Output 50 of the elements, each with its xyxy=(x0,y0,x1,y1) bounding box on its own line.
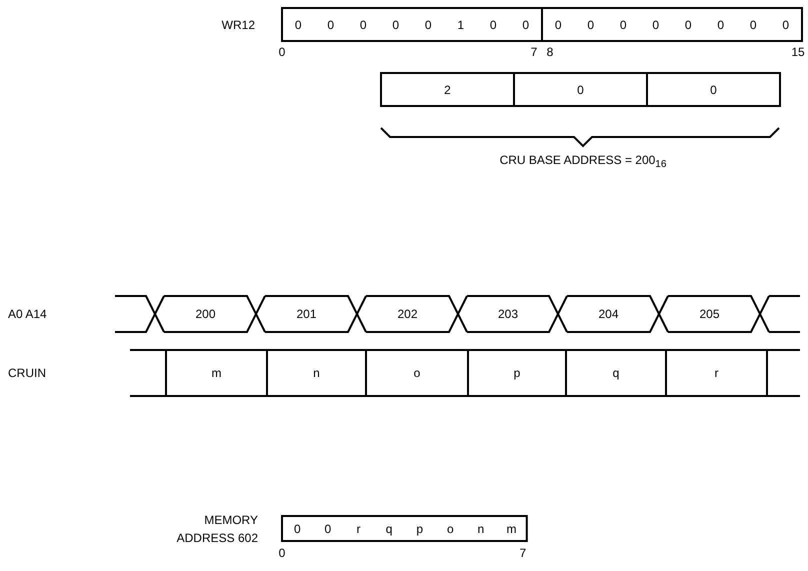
data-bit: p xyxy=(514,367,520,379)
bit-value: 0 xyxy=(652,18,660,30)
bit-value: 0 xyxy=(424,18,432,30)
address-caption: CRU BASE ADDRESS = 200$_{16}$ xyxy=(500,154,666,170)
bit-value: 0 xyxy=(554,18,562,30)
bit-value: 0 xyxy=(750,18,757,30)
bit-value: 0 xyxy=(587,18,594,30)
address-value: 202 xyxy=(397,308,418,320)
bit-value: 0 xyxy=(294,522,301,534)
address-value: 203 xyxy=(498,308,518,320)
address-value: 201 xyxy=(296,308,317,320)
bit-value: 0 xyxy=(324,522,332,534)
bit-index: 8 xyxy=(546,46,554,58)
signal-label: A0 A14 xyxy=(8,308,47,320)
bit-value: 0 xyxy=(490,18,497,30)
bit-value: q xyxy=(386,522,392,534)
bit-index: 7 xyxy=(530,46,538,58)
bit-value: 0 xyxy=(392,18,400,30)
bit-value: p xyxy=(416,522,424,534)
bit-value: 0 xyxy=(360,18,367,30)
bit-value: m xyxy=(506,522,516,534)
register-label: MEMORY ADDRESS 602 xyxy=(176,512,258,547)
address-value: 204 xyxy=(598,308,619,320)
data-bit: r xyxy=(714,367,718,379)
bit-value: 0 xyxy=(294,18,302,30)
bit-value: 0 xyxy=(782,18,790,30)
hex-digit: 2 xyxy=(444,84,451,96)
bit-value: n xyxy=(478,522,484,534)
address-value: 200 xyxy=(195,308,216,320)
bit-value: 0 xyxy=(717,18,724,30)
bit-value: 0 xyxy=(620,18,627,30)
data-bit: o xyxy=(414,367,420,379)
bit-value: 0 xyxy=(522,18,530,30)
address-value: 205 xyxy=(699,308,720,320)
signal-label: CRUIN xyxy=(8,367,46,379)
data-bit: q xyxy=(612,367,620,379)
bit-value: o xyxy=(446,522,454,534)
data-bit: m xyxy=(212,367,222,379)
register-label: WR12 xyxy=(222,18,255,30)
hex-digit: 0 xyxy=(710,84,717,96)
hex-digit: 0 xyxy=(577,84,584,96)
bit-index: 15 xyxy=(791,46,805,58)
data-bit: n xyxy=(313,367,320,379)
bit-index: 7 xyxy=(519,547,526,559)
bit-value: 0 xyxy=(327,18,334,30)
bit-value: 0 xyxy=(684,18,692,30)
bit-index: 0 xyxy=(278,46,286,58)
bit-index: 0 xyxy=(278,547,286,559)
bit-value: 1 xyxy=(457,18,464,30)
bit-value: r xyxy=(356,522,360,534)
